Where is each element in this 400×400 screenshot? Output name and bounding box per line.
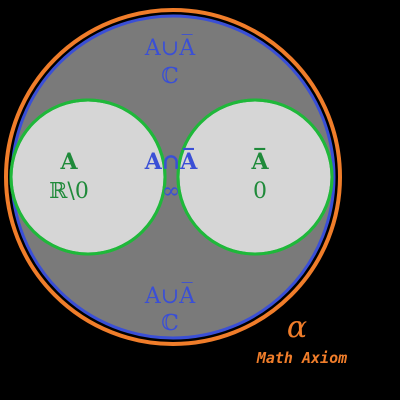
outside-top-value: ℂ [161, 64, 179, 89]
outside-bottom-value: ℂ [161, 311, 179, 336]
intersection-expression: A∩A̅ [144, 147, 199, 175]
set-a-expression: A [59, 149, 78, 175]
set-a-value: ℝ\0 [49, 179, 89, 204]
outer-ring [4, 8, 342, 346]
set-a-complement-expression: A̅ [250, 147, 269, 175]
outside-top-expression: A∪A̅ [144, 34, 196, 61]
brand-name: Math Axiom [256, 349, 347, 367]
set-a-complement-outline [176, 98, 334, 256]
brand-alpha-symbol: α [287, 310, 307, 345]
set-a-complement-value: 0 [253, 179, 267, 204]
intersection-value: ∞ [162, 179, 180, 204]
outside-bottom-expression: A∪A̅ [144, 282, 196, 309]
set-a-outline [9, 98, 167, 256]
